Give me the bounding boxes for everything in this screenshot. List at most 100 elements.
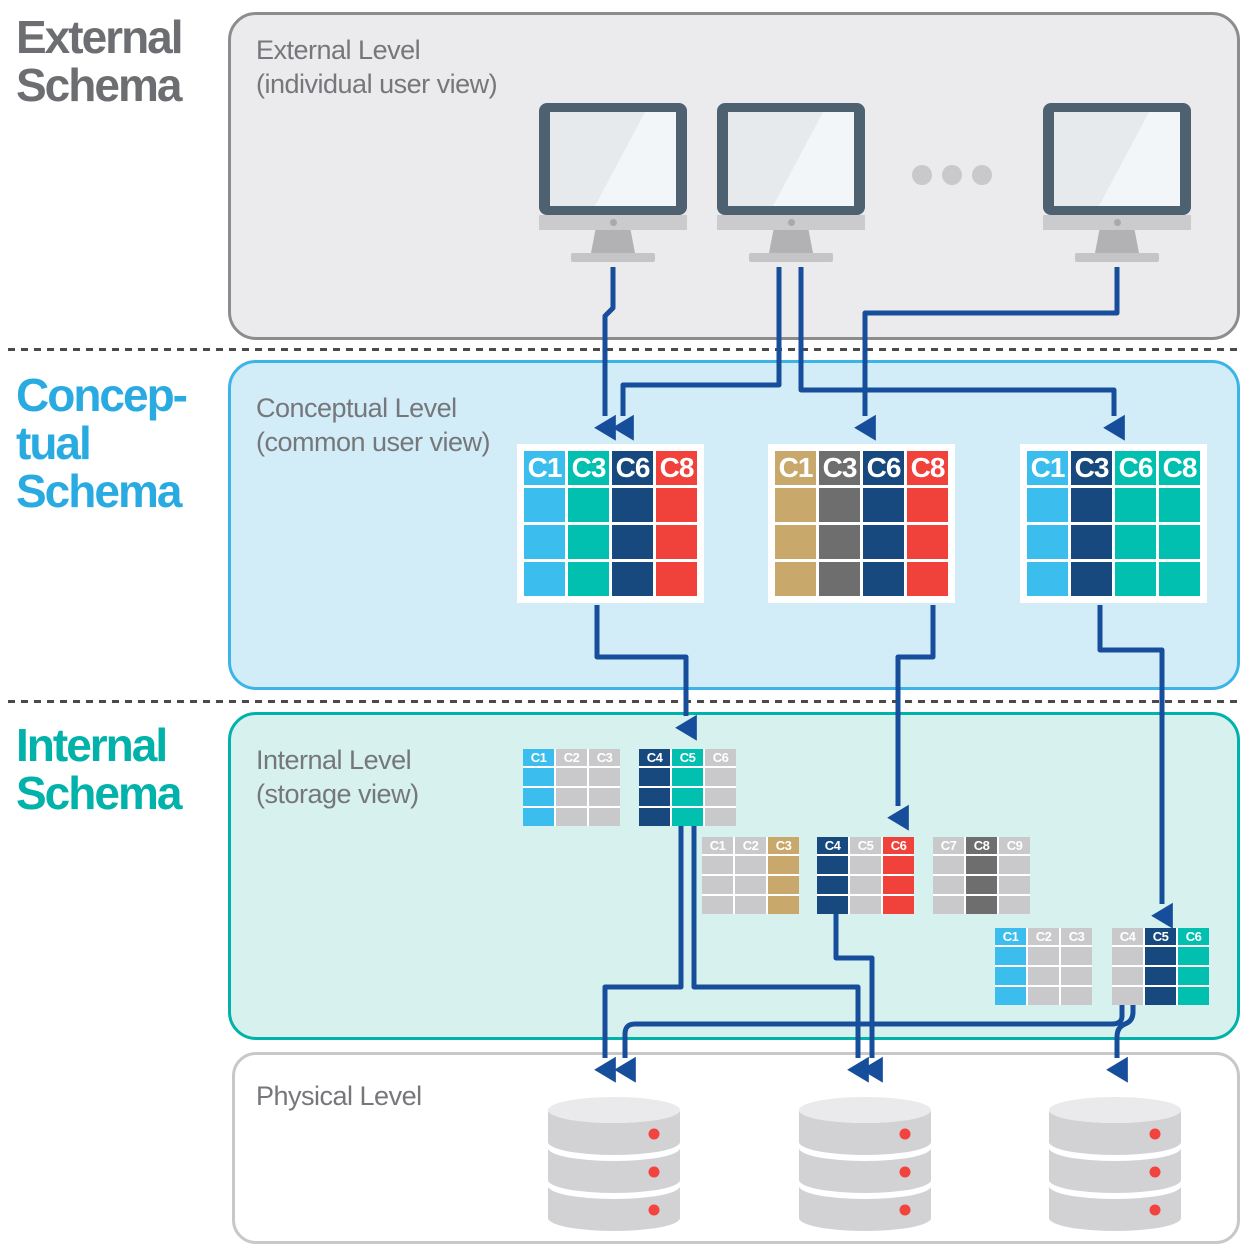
column-header-c6: C6 — [883, 837, 914, 854]
column-header-c1: C1 — [1027, 451, 1068, 485]
heading-line: Schema — [16, 766, 182, 819]
table-cell — [1061, 967, 1092, 985]
table-cell — [523, 768, 554, 786]
table-cell — [883, 856, 914, 874]
divider-conceptual-internal — [8, 700, 1243, 703]
column-header-c2: C2 — [735, 837, 766, 854]
table-cell — [817, 856, 848, 874]
table-cell — [1159, 562, 1200, 596]
table-cell — [883, 896, 914, 914]
column-header-c5: C5 — [672, 749, 703, 766]
column-header-c2: C2 — [556, 749, 587, 766]
table-cell — [966, 876, 997, 894]
column-header-c8: C8 — [966, 837, 997, 854]
column-header-c1: C1 — [775, 451, 816, 485]
table-cell — [1145, 987, 1176, 1005]
column-header-c7: C7 — [933, 837, 964, 854]
table-cell — [1071, 562, 1112, 596]
table-cell — [735, 896, 766, 914]
column-header-c8: C8 — [656, 451, 697, 485]
table-cell — [995, 987, 1026, 1005]
table-cell — [966, 896, 997, 914]
table-cell — [524, 488, 565, 522]
table-cell — [863, 488, 904, 522]
table-cell — [568, 488, 609, 522]
table-cell — [705, 788, 736, 806]
table-cell — [735, 856, 766, 874]
conceptual-level-label: Conceptual Level (common user view) — [256, 393, 491, 457]
table-cell — [1028, 987, 1059, 1005]
column-header-c6: C6 — [863, 451, 904, 485]
table-cell — [702, 876, 733, 894]
table-cell — [1027, 562, 1068, 596]
table-cell — [556, 808, 587, 826]
table-cell — [523, 788, 554, 806]
table-cell — [656, 562, 697, 596]
table-cell — [612, 488, 653, 522]
table-cell — [702, 896, 733, 914]
conceptual-schema-heading: Concep- tual Schema — [16, 371, 188, 517]
internal-level-label: Internal Level (storage view) — [256, 745, 419, 809]
monitor-icon — [539, 103, 687, 262]
table-cell — [933, 896, 964, 914]
table-cell — [1159, 525, 1200, 559]
heading-line: Schema — [16, 464, 182, 517]
table-cell — [639, 768, 670, 786]
heading-line: tual — [16, 416, 92, 469]
table-cell — [612, 525, 653, 559]
monitor-icon — [717, 103, 865, 262]
column-header-c8: C8 — [907, 451, 948, 485]
table-cell — [999, 896, 1030, 914]
table-cell — [656, 525, 697, 559]
table-cell — [966, 856, 997, 874]
table-cell — [768, 856, 799, 874]
column-header-c1: C1 — [995, 928, 1026, 945]
table-cell — [702, 856, 733, 874]
table-cell — [612, 562, 653, 596]
table-cell — [589, 768, 620, 786]
table-cell — [639, 808, 670, 826]
table-cell — [672, 788, 703, 806]
monitors-ellipsis-icon — [912, 165, 992, 185]
table-cell — [672, 808, 703, 826]
table-cell — [775, 525, 816, 559]
table-cell — [568, 525, 609, 559]
table-cell — [817, 876, 848, 894]
column-header-c3: C3 — [568, 451, 609, 485]
table-cell — [672, 768, 703, 786]
internal-schema-heading: Internal Schema — [16, 721, 182, 819]
table-cell — [907, 562, 948, 596]
table-cell — [1178, 967, 1209, 985]
table-cell — [863, 562, 904, 596]
table-cell — [1159, 488, 1200, 522]
column-header-c1: C1 — [524, 451, 565, 485]
table-cell — [850, 856, 881, 874]
column-header-c6: C6 — [1178, 928, 1209, 945]
table-cell — [850, 896, 881, 914]
column-header-c4: C4 — [639, 749, 670, 766]
column-header-c5: C5 — [1145, 928, 1176, 945]
table-cell — [1061, 987, 1092, 1005]
table-cell — [589, 788, 620, 806]
table-cell — [524, 562, 565, 596]
table-cell — [1071, 488, 1112, 522]
column-header-c4: C4 — [817, 837, 848, 854]
table-cell — [907, 488, 948, 522]
table-cell — [1145, 967, 1176, 985]
table-cell — [995, 967, 1026, 985]
table-cell — [775, 488, 816, 522]
table-cell — [1028, 947, 1059, 965]
column-header-c6: C6 — [1115, 451, 1156, 485]
table-cell — [768, 876, 799, 894]
column-header-c8: C8 — [1159, 451, 1200, 485]
heading-line: Schema — [16, 58, 182, 111]
table-cell — [1115, 562, 1156, 596]
